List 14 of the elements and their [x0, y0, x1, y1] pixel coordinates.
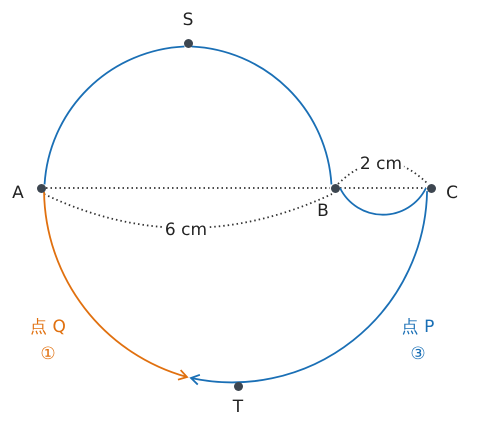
direction-arrow — [43, 192, 188, 380]
point-label: B — [316, 202, 330, 220]
point-label: T — [232, 398, 244, 416]
direction-arrow — [190, 191, 428, 386]
point-label: C — [445, 184, 459, 202]
dotted-line — [46, 187, 330, 189]
point-label: S — [182, 11, 194, 29]
arc — [44, 46, 185, 185]
arc — [191, 46, 332, 185]
point-name: 点 P — [400, 317, 436, 337]
arc — [339, 188, 427, 216]
point-label: A — [11, 184, 25, 202]
dotted-line — [340, 187, 426, 189]
point-name: 点 Q — [28, 317, 68, 337]
